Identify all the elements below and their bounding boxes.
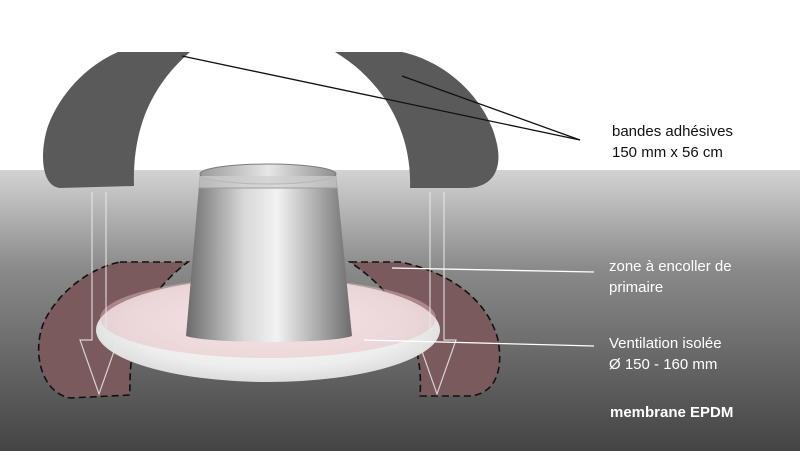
arrow-left: [79, 192, 119, 396]
label-primer-zone-line2: primaire: [609, 279, 664, 296]
label-vent-line1: Ventilation isolée: [609, 335, 722, 352]
adhesive-strip-right: [335, 52, 499, 188]
label-primer-zone: zone à encoller de primaire: [609, 256, 732, 298]
label-membrane-text: membrane EPDM: [610, 404, 734, 421]
label-vent: Ventilation isolée Ø 150 - 160 mm: [609, 333, 722, 375]
label-adhesive-strips-line2: 150 mm x 56 cm: [612, 144, 723, 161]
label-adhesive-strips: bandes adhésives 150 mm x 56 cm: [612, 121, 733, 163]
vent-top-band: [199, 176, 337, 188]
adhesive-strip-left: [43, 52, 190, 188]
label-adhesive-strips-line1: bandes adhésives: [612, 123, 733, 140]
label-membrane: membrane EPDM: [610, 402, 733, 423]
label-vent-line2: Ø 150 - 160 mm: [609, 356, 718, 373]
leader-lines-strips: [181, 55, 581, 141]
arrow-right: [417, 192, 457, 396]
vent-body: [186, 174, 352, 342]
leader-line-primer-zone: [391, 267, 595, 273]
leader-line-vent: [363, 339, 595, 347]
label-primer-zone-line1: zone à encoller de: [609, 258, 732, 275]
